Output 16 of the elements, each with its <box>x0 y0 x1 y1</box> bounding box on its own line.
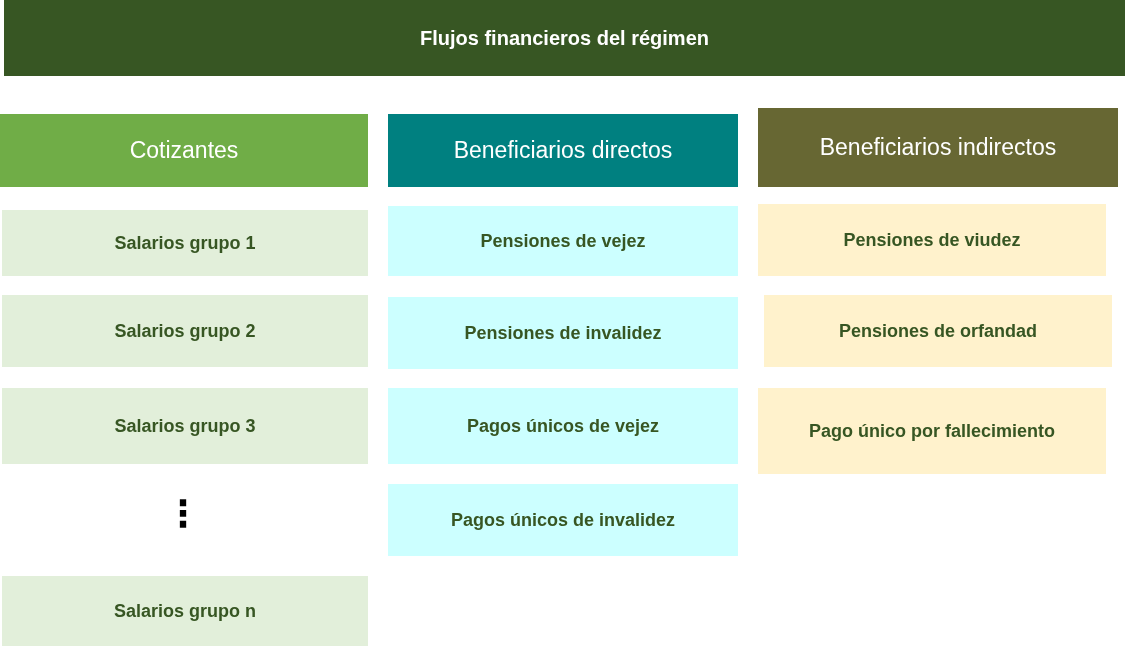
column-header: Beneficiarios indirectos <box>758 108 1118 187</box>
item-box: Salarios grupo 2 <box>2 295 368 367</box>
title-banner: Flujos financieros del régimen <box>4 0 1125 76</box>
column-header: Beneficiarios directos <box>388 114 738 187</box>
item-box: Salarios grupo n <box>2 576 368 646</box>
item-box: Pensiones de vejez <box>388 206 738 276</box>
item-box: Salarios grupo 3 <box>2 388 368 464</box>
item-box: Pagos únicos de invalidez <box>388 484 738 556</box>
ellipsis-text: ⋮ <box>165 496 201 532</box>
item-box: Pensiones de viudez <box>758 204 1106 276</box>
column-header: Cotizantes <box>0 114 368 187</box>
item-box: Salarios grupo 1 <box>2 210 368 276</box>
item-box: Pagos únicos de vejez <box>388 388 738 464</box>
item-box: Pago único por fallecimiento <box>758 388 1106 474</box>
item-box: Pensiones de orfandad <box>764 295 1112 367</box>
item-box: Pensiones de invalidez <box>388 297 738 369</box>
